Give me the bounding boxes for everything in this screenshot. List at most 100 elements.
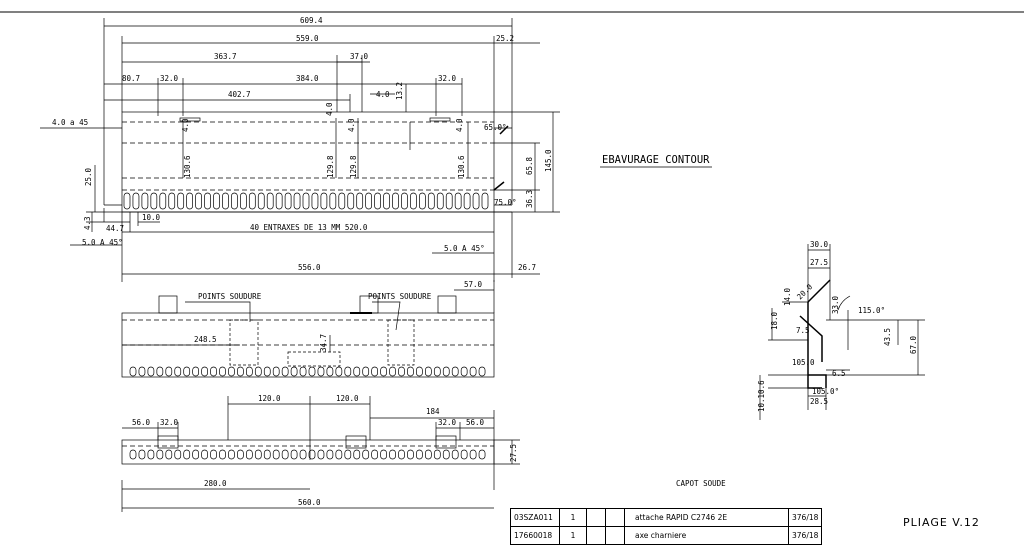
slot — [362, 449, 370, 460]
slot — [335, 449, 343, 460]
slot — [317, 366, 325, 377]
slot — [344, 449, 352, 460]
dim-27-5: 27.5 — [509, 444, 518, 462]
dim-556: 556.0 — [298, 263, 321, 272]
slot — [329, 192, 337, 210]
slot — [290, 366, 298, 377]
slot — [365, 192, 372, 210]
slot — [254, 449, 262, 460]
slot — [374, 192, 381, 210]
dim-80: 80.7 — [122, 74, 140, 83]
slot — [481, 192, 489, 210]
slot — [201, 449, 208, 460]
slot — [192, 366, 199, 377]
slot — [320, 192, 328, 210]
slot — [338, 192, 346, 210]
slot — [237, 366, 244, 377]
bom-empty — [586, 508, 606, 527]
slot — [392, 192, 399, 210]
dim-34-7: 34.7 — [319, 334, 328, 352]
slot — [237, 449, 244, 460]
bom-ref: 376/18 — [787, 526, 823, 545]
slot — [410, 192, 417, 210]
slot-row — [123, 192, 489, 210]
slot — [183, 366, 191, 377]
slot — [362, 366, 370, 377]
dim-26-7: 26.7 — [518, 263, 536, 272]
dim-120a: 120.0 — [258, 394, 281, 403]
bom-empty — [605, 508, 625, 527]
slot — [326, 449, 334, 460]
slot — [257, 192, 265, 210]
dim-4a: 4.0 — [376, 90, 390, 99]
slot — [407, 449, 414, 460]
chamfer-bottom-right: 5.0 A 45° — [444, 244, 485, 253]
slot — [478, 366, 486, 377]
dim-130a: 130.6 — [183, 155, 192, 178]
bom-empty — [605, 526, 625, 545]
slot — [210, 366, 217, 377]
dim-25-0: 25.0 — [84, 167, 93, 186]
slot — [425, 366, 432, 377]
slot-row — [129, 366, 486, 377]
bom-ref: 376/18 — [787, 508, 823, 527]
slot — [129, 449, 137, 460]
slot — [228, 366, 235, 377]
bottom-view — [121, 396, 520, 512]
slot — [317, 449, 325, 460]
dim-120b: 120.0 — [336, 394, 359, 403]
dim-363: 363.7 — [214, 52, 237, 61]
dim-184: 184 — [426, 407, 440, 416]
slot — [213, 192, 220, 210]
sec-dim-27-5: 27.5 — [810, 258, 828, 267]
slot — [356, 192, 364, 210]
slot — [201, 366, 208, 377]
slot — [272, 366, 280, 377]
dim-384: 384.0 — [296, 74, 319, 83]
slot — [347, 192, 355, 210]
chamfer-top-left: 4.0 a 45 — [52, 118, 88, 127]
slot — [159, 192, 167, 210]
slot — [407, 366, 414, 377]
slot-row — [129, 449, 486, 460]
bom-row: 03SZA011 1 attache RAPID C2746 2E 376/18 — [510, 508, 823, 527]
slot — [138, 449, 146, 460]
dim-25-2: 25.2 — [496, 34, 514, 43]
sec-dim-7-5: 7.5 — [796, 326, 810, 335]
dim-4b: 4.0 — [325, 102, 334, 116]
bom-description: attache RAPID C2746 2E — [624, 508, 789, 527]
slot — [219, 366, 226, 377]
slot — [380, 449, 387, 460]
slot — [263, 449, 271, 460]
slot — [389, 366, 396, 377]
slot — [353, 366, 361, 377]
slot — [451, 366, 459, 377]
dim-145: 145.0 — [544, 149, 553, 172]
slot — [299, 366, 307, 377]
slot — [433, 366, 441, 377]
dim-44: 44.7 — [106, 224, 124, 233]
sec-angle-105: 105.0° — [812, 387, 839, 396]
slot — [401, 192, 408, 210]
slot — [445, 192, 453, 210]
bom-empty — [586, 526, 606, 545]
slot — [425, 449, 432, 460]
sec-dim-30: 30.0 — [810, 240, 829, 249]
slot — [284, 192, 292, 210]
sec-dim-67: 67.0 — [909, 335, 918, 354]
dim-57: 57.0 — [464, 280, 483, 289]
slot — [290, 449, 298, 460]
angle-65: 65.0° — [484, 123, 507, 132]
slot — [263, 366, 271, 377]
sec-dim-10-10: 10.10.6 — [757, 380, 766, 412]
sec-dim-6-5: 6.5 — [832, 369, 846, 378]
slot — [195, 192, 202, 210]
slot — [433, 449, 441, 460]
slot — [469, 449, 477, 460]
slot — [371, 449, 378, 460]
slot — [147, 449, 155, 460]
slot — [222, 192, 229, 210]
bom-row: 17660018 1 axe charniere 376/18 — [510, 526, 823, 545]
dim-56a: 56.0 — [132, 418, 151, 427]
